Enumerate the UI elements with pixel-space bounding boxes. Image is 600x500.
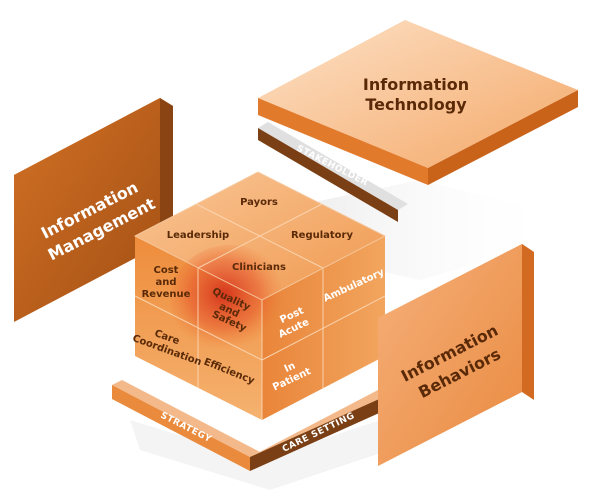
label-cost: Cost [154, 265, 179, 276]
label-payors: Payors [240, 197, 278, 208]
panel-information-technology: Information Technology [258, 20, 578, 185]
panel-information-behaviors: Information Behaviors [378, 244, 534, 466]
cube-grid-lines [133, 171, 387, 420]
label-in: In [283, 360, 297, 375]
label-clinicians: Clinicians [232, 262, 286, 273]
central-cube: Payors Leadership Regulatory Clinicians … [131, 171, 387, 420]
cube-core-glow [170, 245, 290, 355]
label-revenue: Revenue [142, 289, 191, 300]
label-leadership: Leadership [167, 230, 229, 241]
label-regulatory: Regulatory [291, 230, 354, 241]
label-cost-and-revenue: Cost and Revenue [142, 265, 191, 300]
label-information-technology-line2: Technology [365, 95, 467, 114]
label-information-technology-line1: Information [363, 75, 469, 94]
label-and-1: and [155, 277, 176, 288]
